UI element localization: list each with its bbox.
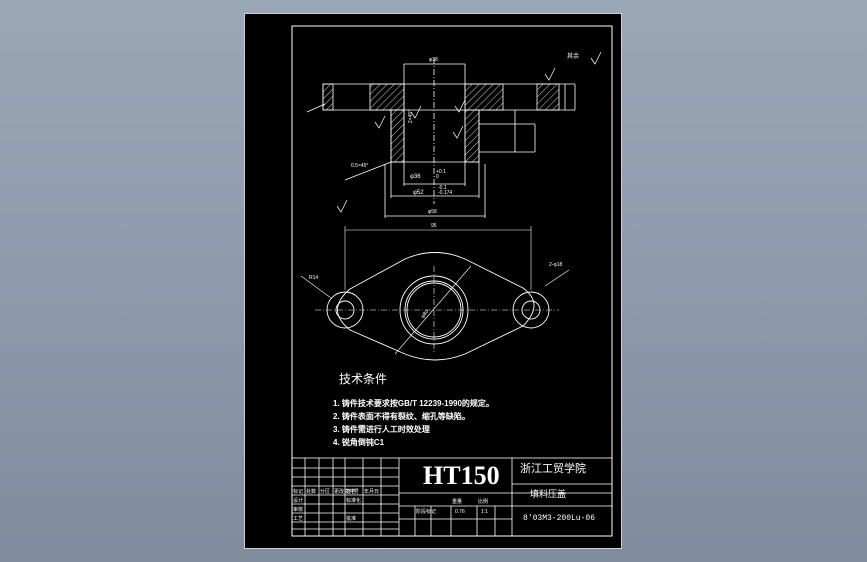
requirements-title: 技术条件 bbox=[339, 372, 388, 386]
dim-boss-tol: -0.1 -0.174 bbox=[438, 185, 453, 196]
dim-hole-2: 2-φ18 bbox=[549, 262, 563, 268]
dim-chamfer-2: 2×45° bbox=[408, 109, 415, 124]
material-label: HT150 bbox=[423, 461, 500, 490]
tb-cell: 更改文件号 bbox=[334, 489, 360, 495]
tb-cell: 工艺 bbox=[293, 516, 304, 522]
tb-cell: 比例 bbox=[478, 499, 489, 505]
scale-value: 1:1 bbox=[481, 509, 488, 515]
tb-cell: 批准 bbox=[346, 516, 357, 522]
requirement-item: 4. 锐角倒钝C1 bbox=[333, 438, 385, 447]
tb-cell: 设计 bbox=[293, 498, 304, 504]
plan-view bbox=[300, 226, 570, 361]
dim-width-top: 95 bbox=[431, 223, 437, 229]
dim-boss: φ52 bbox=[413, 190, 424, 196]
dim-top-dia: φ38 bbox=[429, 57, 438, 63]
title-block-grid bbox=[291, 457, 613, 537]
drawing-number: 8'03M3-200Lu-06 bbox=[523, 514, 596, 523]
cad-drawing bbox=[291, 25, 613, 537]
requirement-item: 1. 铸件技术要求按GB/T 12239-1990的规定。 bbox=[333, 399, 494, 408]
requirement-item: 2. 铸件表面不得有裂纹、缩孔等缺陷。 bbox=[333, 412, 470, 421]
tb-cell: 处数 bbox=[306, 489, 317, 495]
roughness-symbols bbox=[336, 51, 602, 213]
weight-value: 0.76 bbox=[455, 509, 465, 515]
dim-r-left: R14 bbox=[309, 275, 319, 281]
drawing-sheet: 其余 φ38 2×45° 0.5×45° φ36 +0.1 0 φ52 -0.1… bbox=[245, 14, 621, 548]
tb-cell: 标准化 bbox=[346, 498, 362, 504]
part-name: 填料压盖 bbox=[530, 489, 567, 499]
tb-cell: 分区 bbox=[320, 489, 331, 495]
tb-cell: 标记 bbox=[293, 489, 304, 495]
dim-chamfer-05: 0.5×45° bbox=[351, 163, 369, 169]
dim-bore: φ36 bbox=[410, 174, 421, 180]
roughness-note: 其余 bbox=[567, 54, 580, 60]
dim-bore-tol: +0.1 0 bbox=[436, 169, 446, 180]
tb-cell: 重量 bbox=[452, 499, 463, 505]
tb-cell: 阶段标记 bbox=[416, 509, 437, 515]
tb-cell: 年月日 bbox=[364, 489, 380, 495]
tb-cell: 审核 bbox=[293, 507, 304, 513]
tb-cell: 签名 bbox=[346, 489, 357, 495]
requirement-item: 3. 铸件需进行人工时效处理 bbox=[333, 425, 430, 434]
school-name: 浙江工贸学院 bbox=[520, 463, 586, 475]
section-view bbox=[306, 58, 576, 218]
dim-boss-outer: φ58 bbox=[428, 209, 437, 215]
